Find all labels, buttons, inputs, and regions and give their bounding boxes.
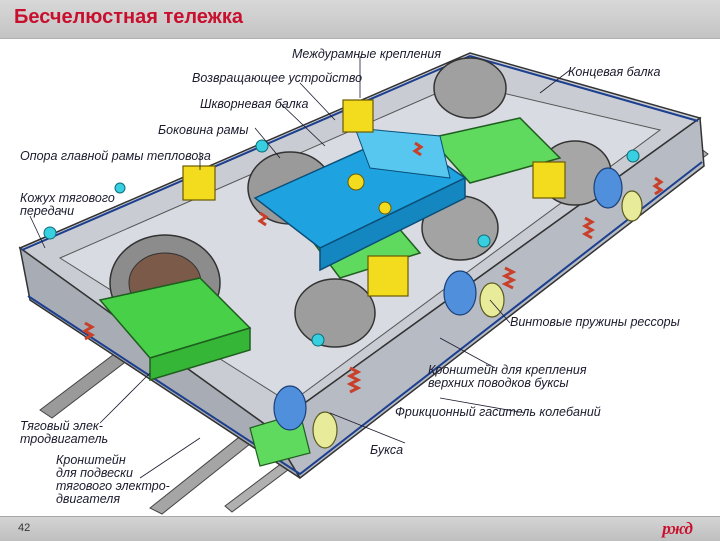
label-kronshtein-buksy-line1: Кронштейн для крепления <box>428 363 587 377</box>
slide-title: Бесчелюстная тележка <box>14 6 243 28</box>
label-buksa: Букса <box>370 443 404 457</box>
label-kronshtein-podveski-line1: Кронштейн <box>56 453 126 467</box>
label-kozhukh-line1: Кожух тягового <box>20 191 115 205</box>
label-bokovina-ramy: Боковина рамы <box>158 123 249 137</box>
label-kronshtein-podveski-line4: двигателя <box>56 492 121 506</box>
title-bar: Бесчелюстная тележка <box>0 0 720 39</box>
diagram-stage: Междурамные крепления Концевая балка Воз… <box>0 38 720 516</box>
leader-lines <box>29 56 571 479</box>
label-tyagovy-line2: тродвигатель <box>20 432 109 446</box>
label-kronshtein-buksy-line2: верхних поводков буксы <box>428 376 569 390</box>
yellow-bearings <box>182 99 566 297</box>
rzd-logo: ржд <box>662 519 693 538</box>
label-mezhduramnye-krepleniya: Междурамные крепления <box>292 47 442 61</box>
label-opora-glavnoi-ramy: Опора главной рамы тепловоза <box>20 149 211 163</box>
coil-springs <box>81 141 664 394</box>
footer-bar: 42 ржд <box>0 516 720 541</box>
cyan-fittings <box>43 139 640 347</box>
bogie-illustration <box>18 52 709 515</box>
label-frikcionny-gasitel: Фрикционный гаситель колебаний <box>395 405 601 419</box>
label-konievaya-balka: Концевая балка <box>568 65 661 79</box>
label-tyagovy-line1: Тяговый элек- <box>20 419 103 433</box>
label-kozhukh-line2: передачи <box>20 204 75 218</box>
label-shkvornevaya-balka: Шкворневая балка <box>200 97 309 111</box>
label-kronshtein-podveski-line3: тягового электро- <box>56 479 170 493</box>
axle-boxes <box>273 167 643 449</box>
page-number: 42 <box>18 522 31 534</box>
label-vintovye-pruzhiny: Винтовые пружины рессоры <box>510 315 680 329</box>
label-vozvrashchayushchee-ustroistvo: Возвращающее устройство <box>192 71 363 85</box>
bolster-beam <box>253 127 467 272</box>
label-kronshtein-podveski-line2: для подвески <box>56 466 134 480</box>
